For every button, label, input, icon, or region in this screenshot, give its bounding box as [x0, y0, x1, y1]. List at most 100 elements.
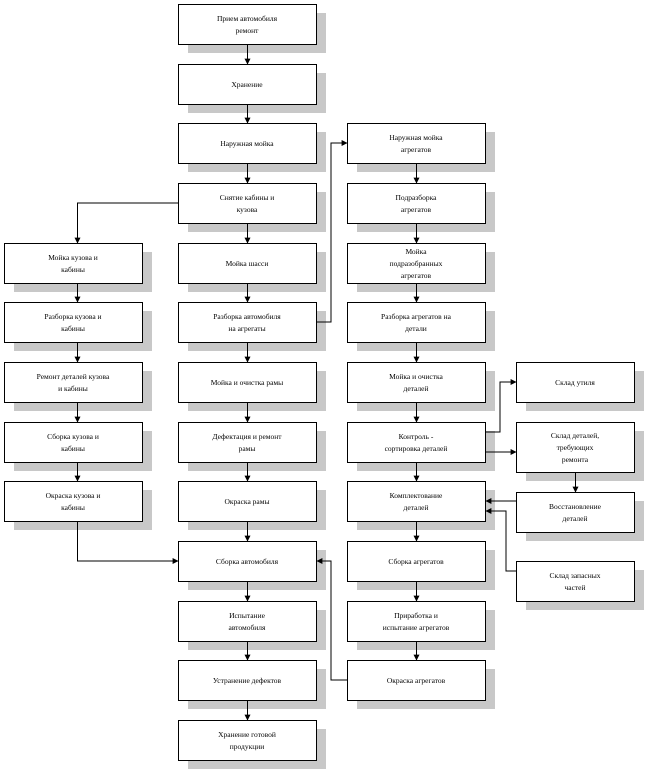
naruzh-agr-label-line-2: агрегатов	[401, 145, 432, 154]
okraska-kuzova-frame	[4, 481, 143, 522]
naruzh-moika-label-line-1: Наружная мойка	[220, 139, 274, 148]
hranenie-got-label-line-1: Хранение готовой	[218, 730, 276, 739]
ustranenie-frame	[178, 660, 317, 701]
hranenie-frame	[178, 64, 317, 105]
box-okraska-agr: Окраска агрегатов	[347, 660, 486, 701]
box-sborka-kuzova: Сборка кузова и кабины	[4, 422, 143, 463]
box-naruzh-moika: Наружная мойка	[178, 123, 317, 164]
remont-detalei-frame	[4, 362, 143, 403]
okraska-ramy-frame	[178, 481, 317, 522]
snyatie-label-line-2: кузова	[237, 205, 258, 214]
sborka-kuzova-label-line-1: Сборка кузова и	[47, 432, 99, 441]
razborka-avto-label-line-1: Разборка автомобиля	[213, 312, 281, 321]
moika-podraz-label-line-2: подразобранных	[390, 259, 443, 268]
moika-detalei-label-line-1: Мойка и очистка	[389, 372, 443, 381]
box-moika-ramy: Мойка и очистка рамы	[178, 362, 317, 403]
defektaciya-label-line-1: Дефектация и ремонт	[212, 432, 282, 441]
ispytanie-label-line-2: автомобиля	[229, 623, 267, 632]
box-okraska-kuzova: Окраска кузова и кабины	[4, 481, 143, 522]
box-sklad-utilya: Склад утиля	[516, 362, 635, 403]
remont-detalei-label-line-2: и кабины	[58, 384, 88, 393]
okraska-agr-label-line-1: Окраска агрегатов	[387, 676, 446, 685]
priem-label-line-2: ремонт	[236, 26, 260, 35]
vosstanovlenie-label-line-2: деталей	[563, 514, 588, 523]
box-moika-shassi: Мойка шасси	[178, 243, 317, 284]
vosstanovlenie-frame	[516, 492, 635, 533]
sklad-remont-label-line-2: требующих	[557, 443, 594, 452]
sklad-zapas-frame	[516, 561, 635, 602]
razborka-agr-label-line-2: детали	[405, 324, 427, 333]
box-priem: Прием автомобиля ремонт	[178, 4, 317, 45]
sborka-avto-frame	[178, 541, 317, 582]
sklad-remont-label-line-3: ремонта	[562, 455, 589, 464]
vosstanovlenie-label-line-1: Восстановление	[549, 502, 602, 511]
sklad-remont-frame	[516, 422, 635, 473]
ustranenie-label-line-1: Устранение дефектов	[213, 676, 282, 685]
kontrol-label-line-2: сортировка деталей	[385, 444, 448, 453]
okraska-ramy-label-line-1: Окраска рамы	[224, 497, 269, 506]
arrow-snyatie-to-moika-kuzova	[74, 202, 178, 244]
komplekt-label-line-1: Комплектование	[390, 491, 443, 500]
arrow-kontrol-to-sklad-utilya	[486, 379, 517, 433]
sborka-avto-label-line-1: Сборка автомобиля	[216, 557, 279, 566]
box-vosstanovlenie: Восстановление деталей	[516, 492, 635, 533]
arrow-sklad-zapas-to-komplekt	[485, 508, 516, 572]
moika-podraz-label-line-1: Мойка	[405, 247, 427, 256]
okraska-agr-frame	[347, 660, 486, 701]
box-ispytanie: Испытание автомобиля	[178, 601, 317, 642]
razborka-agr-label-line-1: Разборка агрегатов на	[381, 312, 452, 321]
okraska-kuzova-label-line-1: Окраска кузова и	[46, 491, 101, 500]
razborka-avto-label-line-2: на агрегаты	[228, 324, 265, 333]
defektaciya-label-line-2: рамы	[239, 444, 256, 453]
box-razborka-avto: Разборка автомобиля на агрегаты	[178, 302, 317, 343]
ispytanie-label-line-1: Испытание	[229, 611, 266, 620]
sklad-utilya-frame	[516, 362, 635, 403]
arrow-okraska-kuzova-to-sborka-avto	[77, 522, 179, 564]
okraska-kuzova-label-line-2: кабины	[61, 503, 85, 512]
box-naruzh-agr: Наружная мойка агрегатов	[347, 123, 486, 164]
arrow-razborka-avto-to-naruzh-agr	[317, 140, 348, 323]
moika-ramy-frame	[178, 362, 317, 403]
priem-label-line-1: Прием автомобиля	[217, 14, 278, 23]
sborka-kuzova-frame	[4, 422, 143, 463]
podrazborka-frame	[347, 183, 486, 224]
defektaciya-frame	[178, 422, 317, 463]
razborka-kuzova-label-line-2: кабины	[61, 324, 85, 333]
kontrol-label-line-1: Контроль -	[399, 432, 434, 441]
sklad-remont-label-line-1: Склад деталей,	[551, 431, 599, 440]
prirabotka-frame	[347, 601, 486, 642]
moika-kuzova-label-line-1: Мойка кузова и	[48, 253, 98, 262]
moika-detalei-label-line-2: деталей	[404, 384, 429, 393]
box-snyatie: Снятие кабины и кузова	[178, 183, 317, 224]
sborka-kuzova-label-line-2: кабины	[61, 444, 85, 453]
moika-podraz-label-line-3: агрегатов	[401, 271, 432, 280]
moika-kuzova-frame	[4, 243, 143, 284]
snyatie-label-line-1: Снятие кабины и	[220, 193, 275, 202]
naruzh-agr-label-line-1: Наружная мойка	[389, 133, 443, 142]
priem-frame	[178, 4, 317, 45]
podrazborka-label-line-2: агрегатов	[401, 205, 432, 214]
box-defektaciya: Дефектация и ремонт рамы	[178, 422, 317, 463]
podrazborka-label-line-1: Подразборка	[396, 193, 438, 202]
razborka-avto-frame	[178, 302, 317, 343]
box-moika-podraz: Мойка подразобранных агрегатов	[347, 243, 486, 284]
ispytanie-frame	[178, 601, 317, 642]
arrow-okraska-agr-to-sborka-avto	[316, 558, 347, 681]
hranenie-label-line-1: Хранение	[231, 80, 263, 89]
prirabotka-label-line-2: испытание агрегатов	[383, 623, 450, 632]
moika-detalei-frame	[347, 362, 486, 403]
moika-shassi-frame	[178, 243, 317, 284]
box-kontrol: Контроль - сортировка деталей	[347, 422, 486, 463]
box-sklad-remont: Склад деталей, требующих ремонта	[516, 422, 635, 473]
moika-ramy-label-line-1: Мойка и очистка рамы	[211, 378, 283, 387]
razborka-kuzova-frame	[4, 302, 143, 343]
sborka-agr-label-line-1: Сборка агрегатов	[388, 557, 444, 566]
razborka-agr-frame	[347, 302, 486, 343]
